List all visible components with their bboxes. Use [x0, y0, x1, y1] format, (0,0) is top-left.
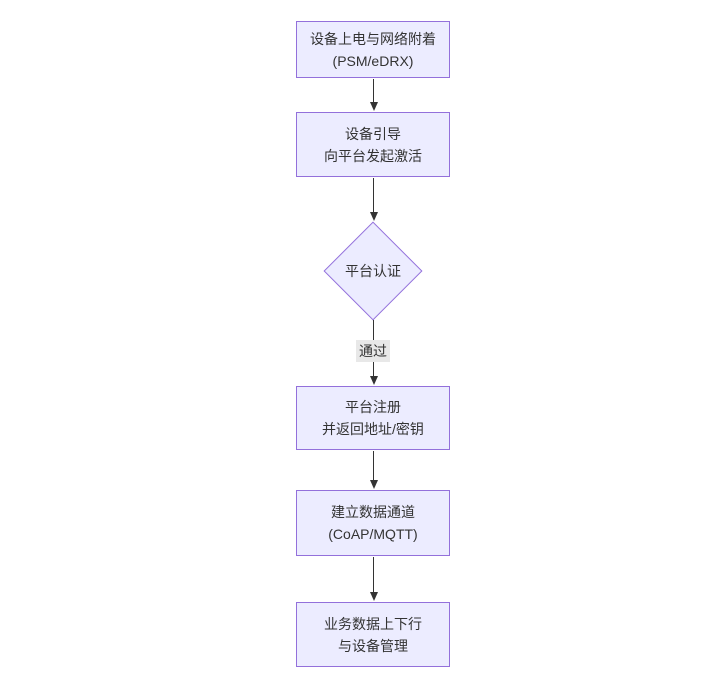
edge-label-pass: 通过 [356, 340, 390, 362]
arrow-down-icon [369, 376, 378, 385]
edge-bootstrap-to-auth [369, 178, 378, 221]
arrow-down-icon [369, 592, 378, 601]
node-text-line: (PSM/eDRX) [332, 52, 414, 69]
node-text-line: 建立数据通道 [331, 504, 415, 520]
edge-line [373, 451, 374, 480]
edge-register-to-channel [369, 451, 378, 489]
arrow-down-icon [369, 102, 378, 111]
node-text-line: 设备引导 [345, 125, 401, 142]
node-text-line: 向平台发起激活 [324, 147, 422, 164]
flow-node-register: 平台注册 并返回地址/密钥 [296, 386, 450, 450]
flow-node-bootstrap: 设备引导 向平台发起激活 [296, 112, 450, 177]
node-text-line: 与设备管理 [338, 637, 408, 654]
node-text-line: 平台注册 [345, 399, 401, 415]
flow-node-data-channel: 建立数据通道 (CoAP/MQTT) [296, 490, 450, 556]
arrow-down-icon [369, 212, 378, 221]
flow-node-business: 业务数据上下行 与设备管理 [296, 602, 450, 667]
edge-line [373, 79, 374, 102]
edge-line [373, 178, 374, 212]
node-text-line: 设备上电与网络附着 [310, 30, 436, 47]
edge-line [373, 557, 374, 592]
node-text-line: (CoAP/MQTT) [328, 526, 418, 542]
flow-node-power-on: 设备上电与网络附着 (PSM/eDRX) [296, 21, 450, 78]
edge-power-on-to-bootstrap [369, 79, 378, 111]
node-text-line: 并返回地址/密钥 [322, 421, 424, 437]
node-text-line: 平台认证 [345, 263, 401, 279]
edge-channel-to-business [369, 557, 378, 601]
arrow-down-icon [369, 480, 378, 489]
flow-node-platform-auth: 平台认证 [321, 221, 425, 321]
node-text-line: 业务数据上下行 [324, 615, 422, 632]
